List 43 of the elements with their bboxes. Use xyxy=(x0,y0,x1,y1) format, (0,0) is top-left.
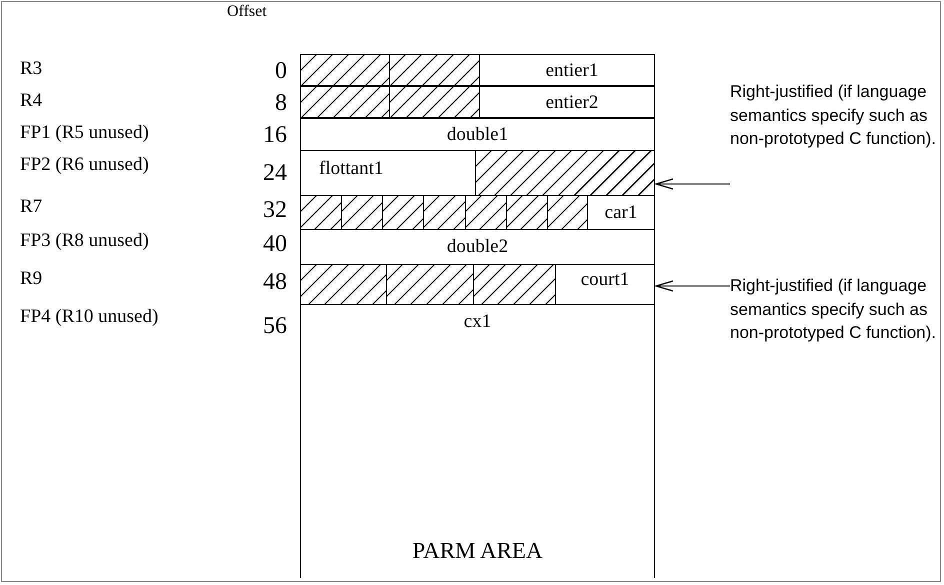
field-cell: entier2 xyxy=(479,86,655,118)
field-cell: double2 xyxy=(300,229,655,265)
field-cell: entier1 xyxy=(479,54,655,86)
field-cell: cx1 xyxy=(300,304,655,349)
hatched-padding-cell xyxy=(389,54,480,86)
register-label: R9 xyxy=(20,268,42,290)
hatched-padding-cell xyxy=(423,195,466,230)
hatched-padding-cell xyxy=(382,195,424,230)
hatched-padding-cell xyxy=(475,150,655,196)
arrow xyxy=(654,178,730,190)
hatched-padding-cell xyxy=(389,86,480,118)
offset-value: 8 xyxy=(275,90,287,117)
parm-area: PARM AREA xyxy=(300,348,655,578)
hatched-padding-cell xyxy=(386,264,474,305)
field-cell: car1 xyxy=(587,195,655,230)
register-label: R7 xyxy=(20,196,42,218)
register-label: FP4 (R10 unused) xyxy=(20,306,158,328)
offset-value: 24 xyxy=(263,160,287,187)
hatched-padding-cell xyxy=(473,264,556,305)
offset-value: 32 xyxy=(263,197,287,224)
hatched-padding-cell xyxy=(465,195,507,230)
offset-value: 48 xyxy=(263,269,287,296)
register-label: R3 xyxy=(20,58,42,80)
hatched-padding-cell xyxy=(300,195,342,230)
register-label: R4 xyxy=(20,90,42,112)
offset-value: 56 xyxy=(263,313,287,340)
offset-value: 16 xyxy=(263,122,287,149)
hatched-padding-cell xyxy=(300,86,390,118)
arrow xyxy=(654,280,730,292)
column-heading: Offset xyxy=(227,3,267,21)
hatched-padding-cell xyxy=(506,195,548,230)
note-text: Right-justified (if language semantics specify such as non-prototyped C function). xyxy=(730,80,942,150)
hatched-padding-cell xyxy=(300,264,387,305)
field-cell: double1 xyxy=(300,118,655,151)
register-label: FP2 (R6 unused) xyxy=(20,154,149,176)
offset-value: 40 xyxy=(263,231,287,258)
hatched-padding-cell xyxy=(341,195,383,230)
register-label: FP3 (R8 unused) xyxy=(20,230,149,252)
register-label: FP1 (R5 unused) xyxy=(20,122,149,144)
offset-value: 0 xyxy=(275,58,287,85)
note-text: Right-justified (if language semantics specify such as non-prototyped C function). xyxy=(730,274,942,344)
hatched-padding-cell xyxy=(300,54,390,86)
hatched-padding-cell xyxy=(547,195,589,230)
